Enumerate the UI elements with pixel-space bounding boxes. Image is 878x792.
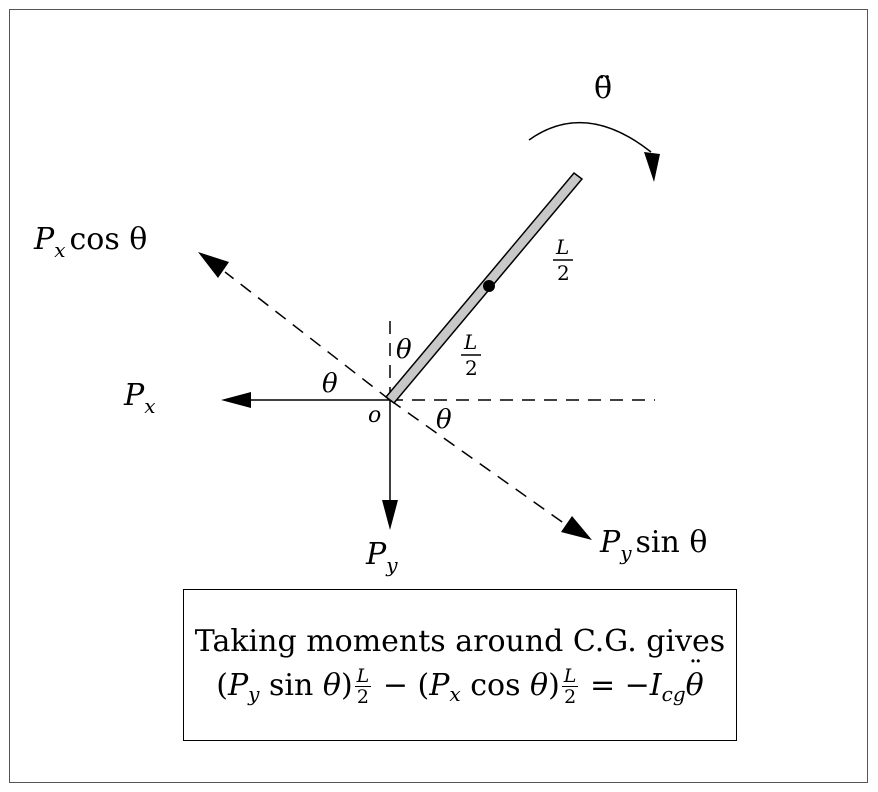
eq-theta1: θ [322, 668, 341, 703]
eq-equals: = − [580, 668, 650, 703]
eq-cos: cos [460, 668, 531, 703]
eq-close1: ) [340, 668, 353, 703]
py-sin-dashed-line [389, 399, 566, 525]
eq-inertia: I [649, 668, 662, 703]
eq-theta2: θ [530, 668, 549, 703]
label-py: Py [365, 537, 398, 577]
angle-label-top: θ [396, 335, 412, 365]
angular-acceleration-arrowhead [644, 152, 660, 182]
half-length-lower-den: 2 [465, 356, 478, 380]
eq-s1: y [248, 682, 260, 706]
label-px: Px [123, 378, 155, 418]
half-length-upper-num: L [555, 235, 569, 259]
eq-sin: sin [259, 668, 323, 703]
half-length-upper-den: 2 [557, 261, 570, 285]
origin-label: o [368, 403, 381, 428]
eq-s2: x [449, 682, 461, 706]
px-cos-dashed-line [224, 271, 391, 401]
moment-equation-box: Taking moments around C.G. gives ( P y s… [183, 589, 737, 741]
box-heading: Taking moments around C.G. gives [194, 624, 726, 659]
angular-acceleration-arc [528, 121, 652, 153]
eq-close2: ) [548, 668, 560, 703]
force-px-arrowhead [221, 392, 251, 408]
force-py-arrowhead [382, 500, 398, 530]
px-cos-arrowhead [198, 252, 229, 278]
eq-cg: cg [661, 682, 686, 706]
half-length-lower-num: L [463, 330, 477, 354]
angle-label-left: θ [322, 369, 338, 399]
eq-open-paren: ( [216, 668, 228, 703]
eq-p2: P [429, 668, 450, 703]
eq-p1: P [227, 668, 249, 703]
alpha-label: θ̈ [594, 71, 612, 106]
eq-theta-ddot: θ [686, 649, 704, 709]
eq-minus: − ( [373, 668, 430, 703]
angle-label-bottom: θ [436, 405, 452, 435]
py-sin-arrowhead [561, 516, 592, 540]
center-of-gravity [483, 280, 495, 292]
